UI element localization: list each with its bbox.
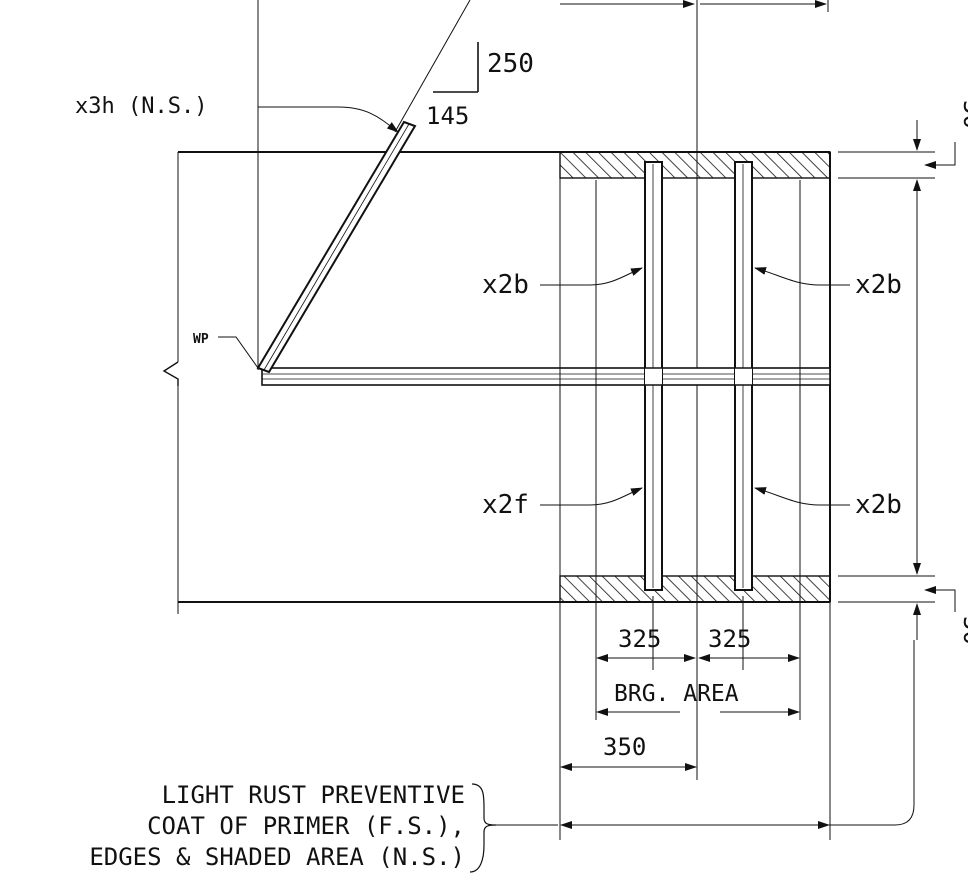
brace-label: x3h (N.S.)	[75, 94, 207, 119]
right-dimensions: 50 50	[838, 100, 968, 645]
stiffener-weld-labels: x2b x2b x2f x2b	[482, 267, 902, 520]
top-dimension-fragments	[257, 0, 829, 780]
dim-325-left: 325	[618, 625, 661, 653]
wp-label: WP	[193, 332, 209, 347]
dim-325-right: 325	[708, 625, 751, 653]
bottom-extension-lines	[559, 152, 831, 840]
shaded-area-bottom	[559, 575, 831, 603]
brace-note: x3h (N.S.)	[75, 94, 399, 133]
coat-note-line2: COAT OF PRIMER (F.S.),	[147, 812, 465, 840]
coating-note: LIGHT RUST PREVENTIVE COAT OF PRIMER (F.…	[89, 781, 558, 873]
work-point: WP	[193, 332, 259, 369]
center-plate	[261, 367, 831, 386]
weld-symbol: 250 145	[394, 0, 534, 133]
dim-50-bottom: 50	[958, 616, 968, 645]
dim-50-top: 50	[958, 100, 968, 129]
bottom-dimensions: 325 325 BRG. AREA 350	[560, 625, 915, 829]
weld-label-lower-left: x2f	[482, 490, 529, 520]
weld-size-250: 250	[487, 49, 534, 79]
shaded-area-top	[559, 151, 831, 179]
weld-label-upper-right: x2b	[855, 270, 902, 300]
dim-350: 350	[603, 733, 646, 761]
weld-label-lower-right: x2b	[855, 490, 902, 520]
coat-note-line1: LIGHT RUST PREVENTIVE	[162, 781, 465, 809]
weld-size-145: 145	[426, 102, 469, 130]
diagonal-brace	[256, 120, 417, 374]
weld-label-upper-left: x2b	[482, 270, 529, 300]
coat-note-line3: EDGES & SHADED AREA (N.S.)	[89, 843, 465, 871]
bearing-area-label: BRG. AREA	[614, 681, 739, 707]
